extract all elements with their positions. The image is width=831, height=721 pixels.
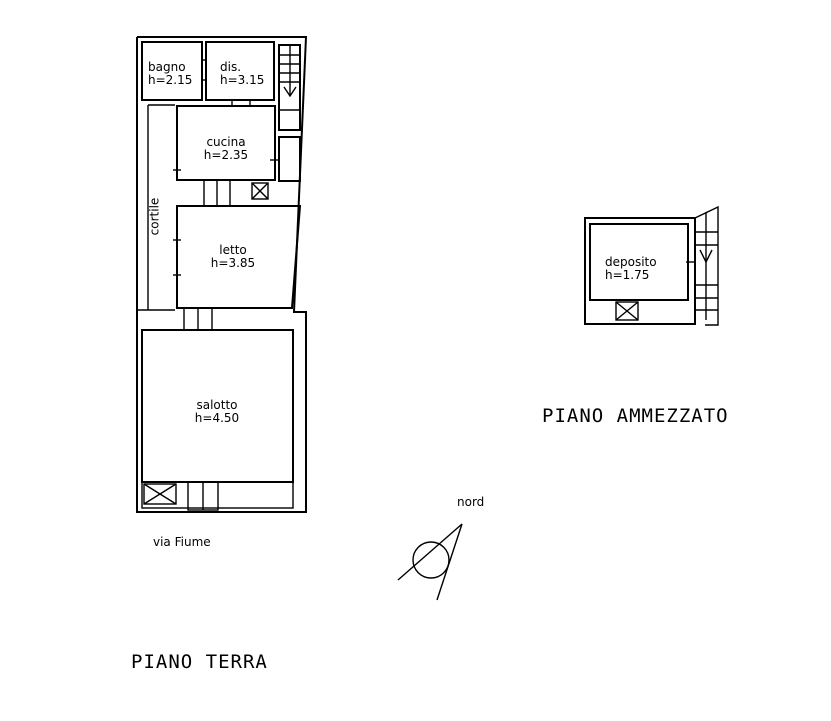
room-name: salotto <box>196 398 238 412</box>
room-label-salotto: salotto h=4.50 <box>185 399 249 425</box>
room-height: h=3.15 <box>220 73 265 87</box>
room-label-bagno: bagno h=2.15 <box>148 61 192 87</box>
room-label-deposito: deposito h=1.75 <box>605 256 657 282</box>
stairs-ground <box>278 44 301 131</box>
room-letto <box>176 205 302 309</box>
ground-floor-plan <box>136 36 308 513</box>
room-height: h=3.85 <box>210 256 256 270</box>
street-label: via Fiume <box>153 535 211 549</box>
room-height: h=2.35 <box>203 148 249 162</box>
room-name: deposito <box>605 255 657 269</box>
stairs-mezzanine <box>694 205 719 326</box>
room-height: h=2.15 <box>148 73 193 87</box>
hatch-box <box>143 483 177 505</box>
mezzanine-outline <box>584 217 696 325</box>
room-label-letto: letto h=3.85 <box>203 244 263 270</box>
building-outline <box>136 36 308 513</box>
north-label: nord <box>457 495 485 509</box>
mezzanine-title: PIANO AMMEZZATO <box>542 405 729 427</box>
room-label-dis: dis. h=3.15 <box>220 61 264 87</box>
room-height: h=1.75 <box>605 268 650 282</box>
room-name: dis. <box>220 60 242 74</box>
mezzanine-plan <box>584 205 719 326</box>
courtyard-label: cortile <box>147 197 162 236</box>
ground-floor-title: PIANO TERRA <box>131 651 268 673</box>
north-arrow-icon <box>397 523 463 601</box>
room-name: letto <box>219 243 247 257</box>
room-dis <box>205 41 275 101</box>
hatch-box-mezzanine <box>615 301 639 321</box>
room-label-cucina: cucina h=2.35 <box>196 136 256 162</box>
room-name: cucina <box>206 135 246 149</box>
room-bagno <box>141 41 203 101</box>
room-height: h=4.50 <box>194 411 240 425</box>
room-name: bagno <box>148 60 186 74</box>
